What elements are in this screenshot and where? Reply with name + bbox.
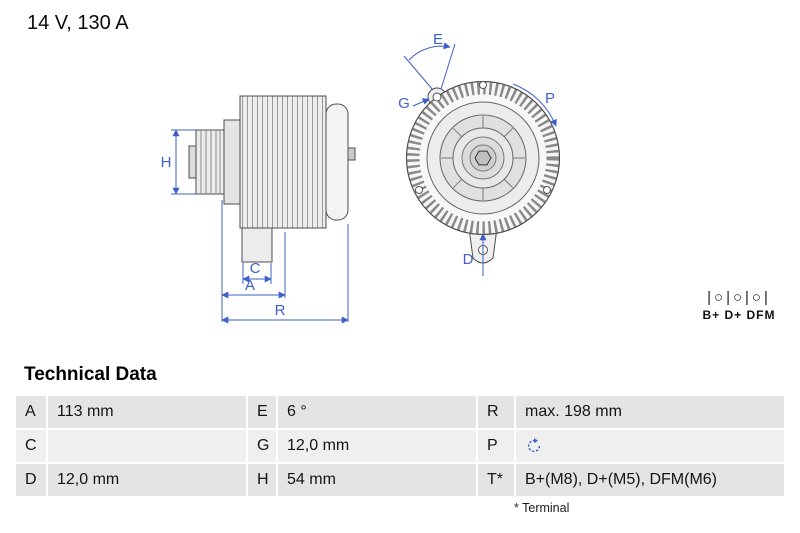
technical-data-table: A 113 mm E 6 ° R max. 198 mm C G 12,0 mm… bbox=[16, 396, 784, 498]
rotation-direction-icon bbox=[527, 438, 541, 453]
param-label-d: D bbox=[25, 471, 37, 488]
table-row: C G 12,0 mm P bbox=[16, 430, 784, 462]
dimension-label-r: R bbox=[275, 302, 286, 319]
table-row: A 113 mm E 6 ° R max. 198 mm bbox=[16, 396, 784, 428]
dimension-label-p: P bbox=[545, 90, 555, 107]
param-label-h: H bbox=[246, 464, 276, 496]
voltage-amperage-spec: 14 V, 130 A bbox=[27, 12, 129, 34]
terminal-legend: |○|○|○| B+ D+ DFM bbox=[691, 289, 787, 323]
param-value-a: 113 mm bbox=[46, 396, 246, 428]
dimension-label-e: E bbox=[433, 31, 443, 48]
param-value-g: 12,0 mm bbox=[276, 430, 476, 462]
param-label-c: C bbox=[25, 437, 37, 454]
param-value-d: 12,0 mm bbox=[46, 464, 246, 496]
param-value-e: 6 ° bbox=[276, 396, 476, 428]
terminal-labels: B+ D+ DFM bbox=[702, 308, 776, 322]
param-label-e: E bbox=[246, 396, 276, 428]
alternator-technical-drawing: H C A R bbox=[161, 31, 560, 324]
param-label-t: T* bbox=[476, 464, 514, 496]
table-row: D 12,0 mm H 54 mm T* B+(M8), D+(M5), DFM… bbox=[16, 464, 784, 496]
param-value-r: max. 198 mm bbox=[514, 396, 784, 428]
dimension-label-d: D bbox=[463, 251, 474, 268]
param-label-g: G bbox=[246, 430, 276, 462]
param-label-r: R bbox=[476, 396, 514, 428]
terminal-footnote: * Terminal bbox=[514, 501, 570, 515]
param-value-c bbox=[46, 430, 246, 462]
terminal-symbols-icon: |○|○|○| bbox=[707, 289, 771, 306]
param-label-p: P bbox=[476, 430, 514, 462]
param-value-t: B+(M8), D+(M5), DFM(M6) bbox=[514, 464, 784, 496]
dimension-label-c: C bbox=[250, 260, 261, 277]
param-value-h: 54 mm bbox=[276, 464, 476, 496]
dimension-label-a: A bbox=[245, 277, 255, 294]
dimension-label-h: H bbox=[161, 154, 172, 171]
param-value-p bbox=[514, 430, 784, 462]
dimension-label-g: G bbox=[398, 95, 410, 112]
param-label-a: A bbox=[25, 403, 36, 420]
section-title: Technical Data bbox=[24, 364, 157, 385]
